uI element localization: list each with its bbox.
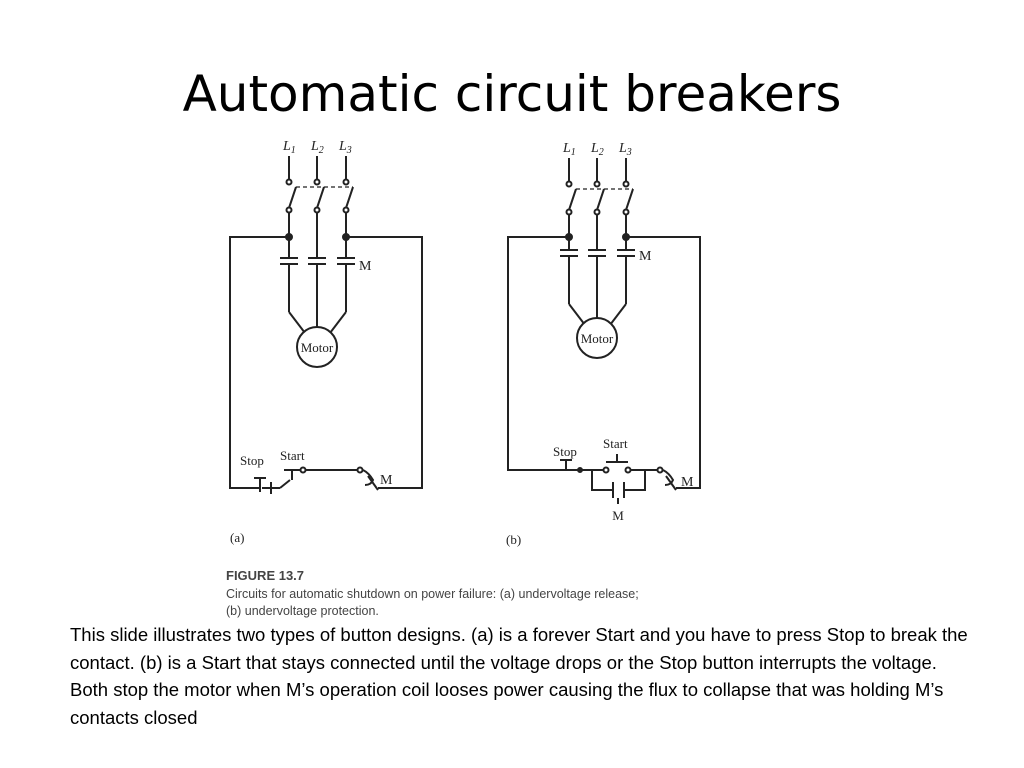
stop-label: Stop [553,444,577,459]
line-label-l1: L1 [282,139,296,156]
circuit-figure: L1 L2 L3 M [226,139,701,618]
coil-label: M [681,475,694,490]
figure-caption-line2: (b) undervoltage protection. [226,604,379,618]
contactor-label: M [639,249,652,264]
line-label-l1: L1 [562,141,576,158]
holding-contact-label: M [612,508,624,523]
start-label: Start [280,448,305,463]
diagram-a: L1 L2 L3 M [229,139,423,545]
start-label: Start [603,436,628,451]
line-label-l2: L2 [310,139,324,156]
figure-label: FIGURE 13.7 [226,568,304,583]
contactor-label: M [359,259,372,274]
motor-label: Motor [301,340,334,355]
figure-caption-line1: Circuits for automatic shutdown on power… [226,587,639,601]
panel-label-b: (b) [506,532,521,547]
coil-label: M [380,473,393,488]
line-label-l2: L2 [590,141,604,158]
slide-caption: This slide illustrates two types of butt… [70,624,968,728]
motor-a [296,326,338,368]
panel-label-a: (a) [230,530,244,545]
stop-label: Stop [240,453,264,468]
line-label-l3: L3 [618,141,632,158]
diagram-b: L1 L2 L3 M Motor [506,141,701,547]
motor-label: Motor [581,331,614,346]
motor-b [576,317,618,359]
slide-title: Automatic circuit breakers [182,65,842,123]
line-label-l3: L3 [338,139,352,156]
